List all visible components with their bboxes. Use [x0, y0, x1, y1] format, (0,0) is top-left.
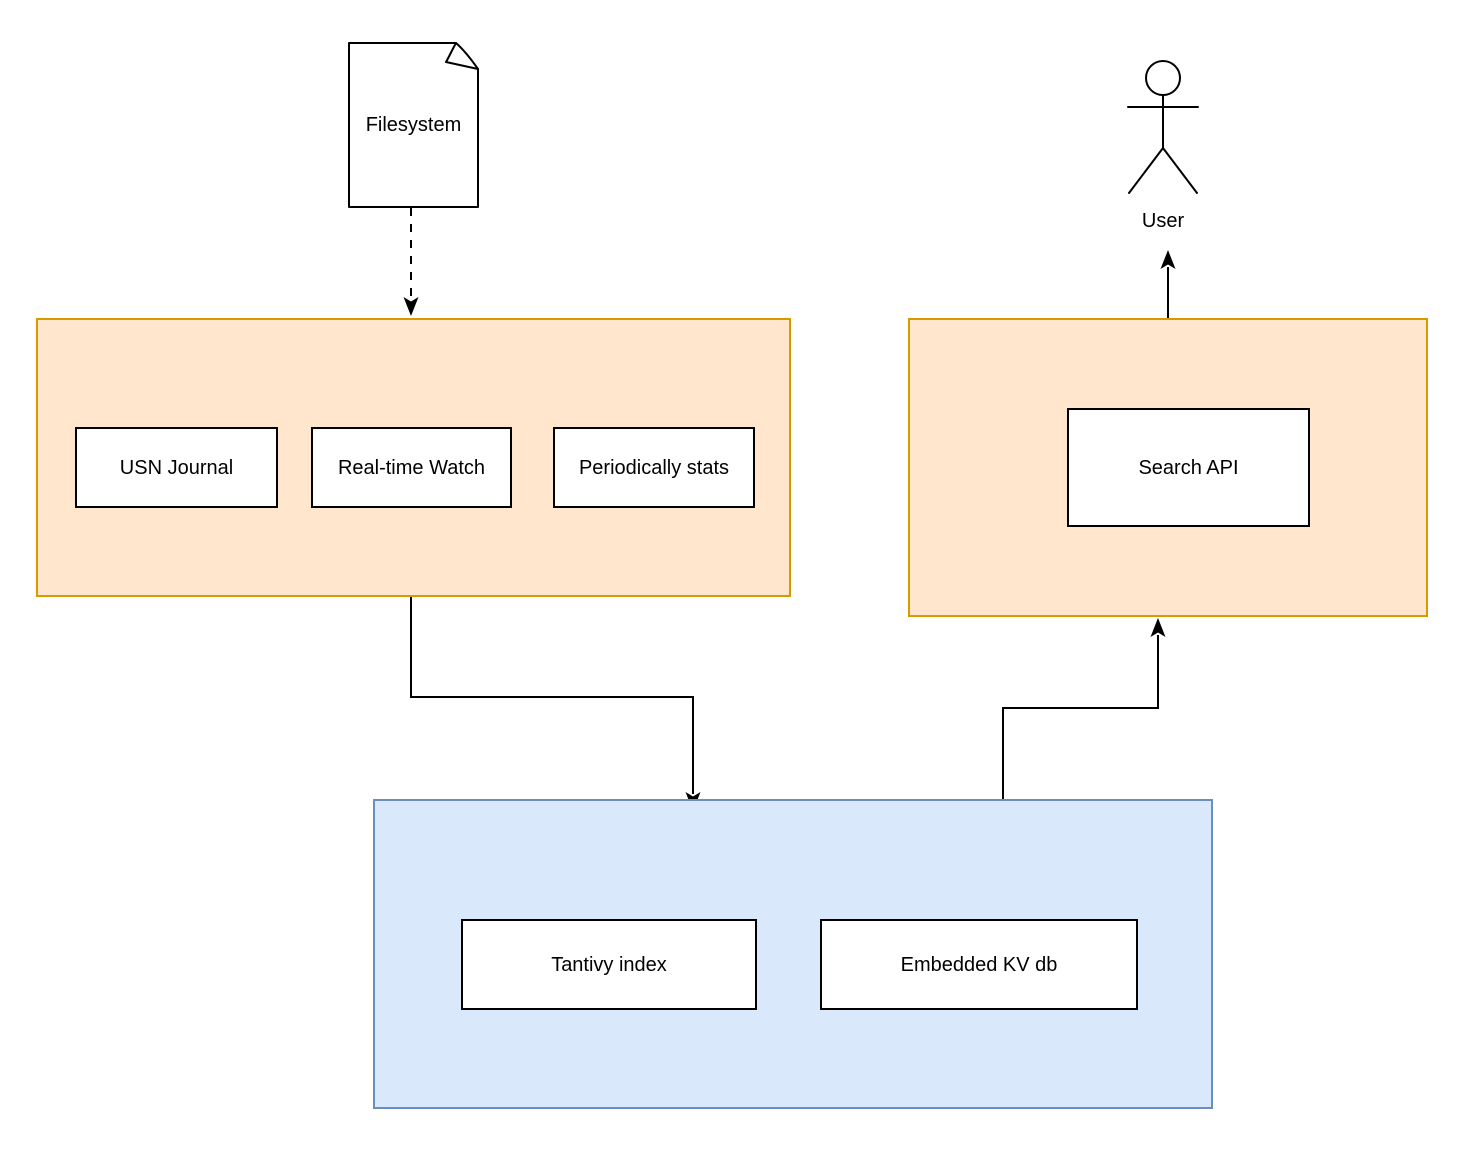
tantivy-index-node: Tantivy index [461, 919, 757, 1010]
arrow-search-group-to-user [1160, 250, 1176, 318]
periodically-stats-node: Periodically stats [553, 427, 755, 508]
filesystem-label: Filesystem [365, 114, 462, 136]
user-actor-icon [1127, 60, 1199, 194]
usn-journal-label: USN Journal [119, 456, 234, 479]
filesystem-document-icon [348, 42, 479, 208]
dashed-arrow-filesystem-to-ingest-group [403, 208, 419, 316]
tantivy-index-label: Tantivy index [551, 953, 667, 976]
user-label: User [1141, 210, 1185, 232]
search-api-node: Search API [1067, 408, 1310, 527]
periodically-stats-label: Periodically stats [578, 456, 730, 479]
arrow-ingest-group-to-storage-group [410, 597, 701, 811]
realtime-watch-label: Real-time Watch [337, 456, 486, 479]
arrow-storage-group-to-search-group [1002, 618, 1166, 799]
usn-journal-node: USN Journal [75, 427, 278, 508]
embedded-kv-db-node: Embedded KV db [820, 919, 1138, 1010]
embedded-kv-db-label: Embedded KV db [900, 953, 1058, 976]
realtime-watch-node: Real-time Watch [311, 427, 512, 508]
search-api-label: Search API [1138, 456, 1239, 479]
